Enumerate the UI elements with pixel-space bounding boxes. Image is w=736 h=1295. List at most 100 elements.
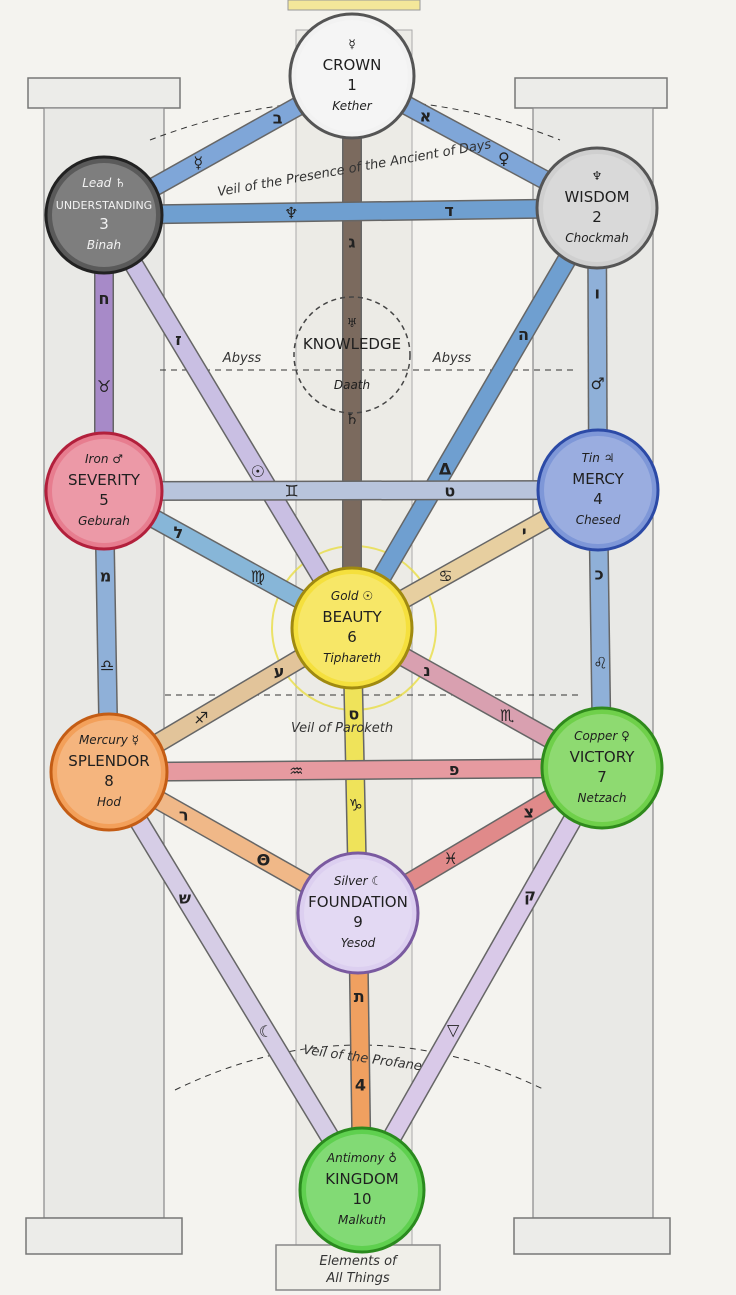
path-letter: ע — [274, 662, 285, 681]
sephirah-hebrew-name: Malkuth — [338, 1213, 386, 1227]
sephirah-number: 5 — [99, 491, 109, 509]
path-letter: ס — [348, 705, 359, 724]
sephirah-top-label: Lead ♄ — [82, 176, 126, 190]
sephirah-number: 10 — [352, 1190, 371, 1208]
sephirah-name: WISDOM — [564, 188, 629, 206]
sephirah-name: KNOWLEDGE — [303, 335, 401, 353]
sephirah-number: 8 — [104, 772, 114, 790]
sephirah-top-label: Gold ☉ — [331, 589, 373, 603]
sephirah-number: 3 — [99, 215, 109, 233]
path-symbol: ♄ — [345, 409, 359, 428]
path-letter: ק — [524, 886, 536, 905]
path-letter: צ — [524, 803, 534, 822]
sephirah-name: CROWN — [323, 56, 382, 74]
sephirah-hebrew-name: Binah — [87, 238, 121, 252]
sephirah-number: 4 — [593, 490, 603, 508]
sephirah-hebrew-name: Netzach — [578, 791, 627, 805]
abyss-right-label: Abyss — [432, 351, 472, 366]
path-symbol: ♉ — [97, 377, 111, 396]
path-symbol: ♎ — [100, 656, 114, 675]
path-letter: א — [420, 107, 432, 126]
path-letter: ל — [174, 523, 184, 542]
sephirah-name: VICTORY — [570, 748, 636, 766]
sephirah-number: 6 — [347, 628, 357, 646]
sephirah-number: 7 — [597, 768, 607, 786]
path-symbol: ♂ — [590, 374, 604, 393]
sephirah-hebrew-name: Yesod — [341, 936, 376, 950]
path-symbol: Θ — [257, 850, 271, 869]
path-symbol: ☿ — [193, 153, 203, 172]
path-letter: כ — [595, 564, 604, 583]
sephirah-knowledge[interactable]: ♅ KNOWLEDGE Daath — [293, 296, 411, 414]
sephirah-top-label: Silver ☾ — [334, 874, 382, 888]
path-symbol: 4 — [355, 1076, 366, 1095]
sephirah-hebrew-name: Hod — [97, 795, 121, 809]
sephirah-hebrew-name: Kether — [332, 99, 373, 113]
sephirah-number: 1 — [347, 76, 357, 94]
sephirah-top-label: ♆ — [592, 169, 603, 183]
sephirah-hebrew-name: Tiphareth — [323, 651, 381, 665]
path-understanding-beauty: ז☉ — [95, 209, 361, 634]
path-symbol: ☾ — [259, 1022, 273, 1041]
path-symbol: ♐ — [194, 708, 208, 727]
sephirah-top-label: ☿ — [348, 37, 355, 51]
path-letter: נ — [423, 661, 430, 680]
path-symbol: ♀ — [498, 149, 510, 168]
sephirah-name: BEAUTY — [322, 608, 382, 626]
sephirah-name: SEVERITY — [68, 471, 141, 489]
path-letter: מ — [100, 566, 112, 585]
sephirah-name: SPLENDOR — [68, 752, 149, 770]
path-letter: ט — [444, 481, 455, 500]
sephirah-top-label: Iron ♂ — [85, 452, 123, 466]
bottom-caption-line2: All Things — [325, 1271, 390, 1286]
sephirah-name: FOUNDATION — [308, 893, 408, 911]
sephirah-top-label: Tin ♃ — [582, 451, 615, 465]
path-symbol: ♆ — [284, 203, 298, 222]
veil-paroketh-label: Veil of Paroketh — [291, 721, 393, 736]
path-wisdom-beauty: הΔ — [343, 202, 606, 634]
sephirah-name: MERCY — [572, 470, 624, 488]
path-letter: ג — [348, 233, 355, 252]
sephirah-top-label: ♅ — [347, 316, 358, 330]
path-symbol: ♌ — [593, 653, 607, 672]
sephirah-hebrew-name: Daath — [334, 378, 370, 392]
sephirah-number: 2 — [592, 208, 602, 226]
path-symbol: ▽ — [447, 1021, 460, 1040]
sephirah-top-label: Antimony ♁ — [326, 1151, 397, 1165]
path-symbol: ♓ — [444, 849, 458, 868]
path-letter: ד — [444, 201, 453, 220]
path-letter: ב — [273, 109, 283, 128]
path-symbol: ♒ — [289, 761, 303, 780]
path-victory-splendor: פ♒ — [108, 758, 603, 782]
path-crown-beauty: ג♄ — [342, 76, 362, 628]
path-letter: פ — [449, 760, 460, 779]
sephirah-top-label: Copper ♀ — [574, 729, 630, 743]
bottom-caption-line1: Elements of — [319, 1254, 399, 1269]
path-symbol: ♋ — [438, 567, 452, 586]
abyss-left-label: Abyss — [222, 351, 262, 366]
path-letter: ז — [175, 330, 181, 349]
path-symbol: ♍ — [251, 567, 265, 586]
path-letter: ח — [99, 289, 110, 308]
path-splendor-kingdom: ש☾ — [100, 766, 371, 1196]
path-symbol: ☉ — [251, 462, 265, 481]
sephirah-name: UNDERSTANDING — [56, 199, 152, 212]
sephirah-top-label: Mercury ☿ — [79, 733, 139, 747]
path-letter: ה — [518, 325, 529, 344]
path-wisdom-understanding: ד♆ — [103, 198, 598, 225]
path-letter: ש — [179, 888, 191, 907]
path-symbol: Δ — [439, 459, 452, 478]
path-symbol: ♏ — [500, 706, 514, 725]
